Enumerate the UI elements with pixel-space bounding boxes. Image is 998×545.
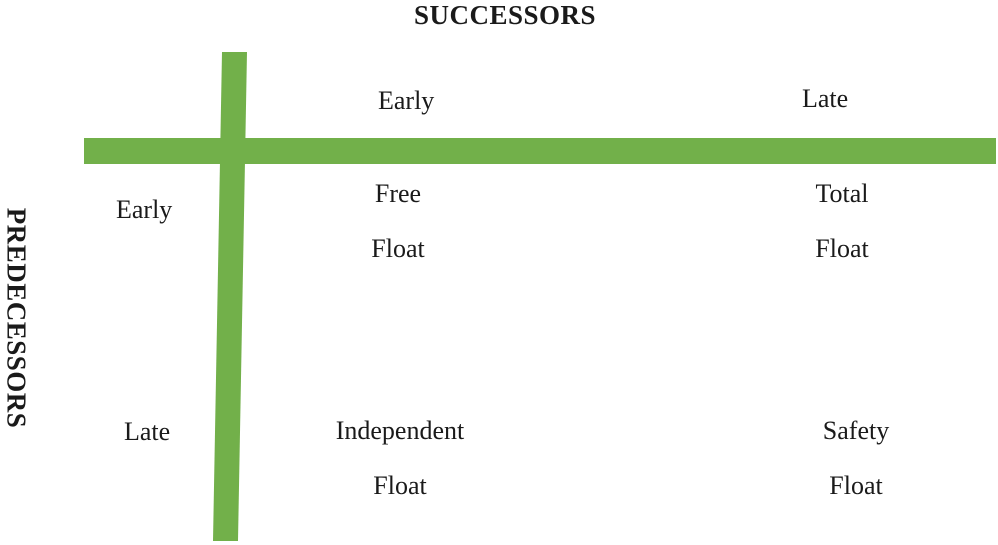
cell-total-float-line1: Total xyxy=(815,179,869,208)
cell-total-float: Total Float xyxy=(732,166,952,276)
cell-free-float-line2: Float xyxy=(371,234,425,263)
cell-free-float: Free Float xyxy=(288,166,508,276)
horizontal-bar xyxy=(84,138,996,164)
cell-independent-float: Independent Float xyxy=(290,403,510,513)
cell-safety-float-line1: Safety xyxy=(822,416,890,445)
successors-title: SUCCESSORS xyxy=(413,0,597,30)
column-header-late: Late xyxy=(802,84,849,113)
row-header-early: Early xyxy=(116,195,173,224)
cell-independent-float-line1: Independent xyxy=(335,416,465,445)
column-header-early: Early xyxy=(378,86,435,115)
cell-safety-float-line2: Float xyxy=(829,471,883,500)
cell-safety-float: Safety Float xyxy=(746,403,966,513)
cell-independent-float-line2: Float xyxy=(373,471,427,500)
predecessors-title: PREDECESSORS xyxy=(1,207,32,429)
vertical-bar xyxy=(213,52,247,541)
row-header-late: Late xyxy=(124,417,171,446)
cell-total-float-line2: Float xyxy=(815,234,869,263)
cell-free-float-line1: Free xyxy=(374,179,422,208)
